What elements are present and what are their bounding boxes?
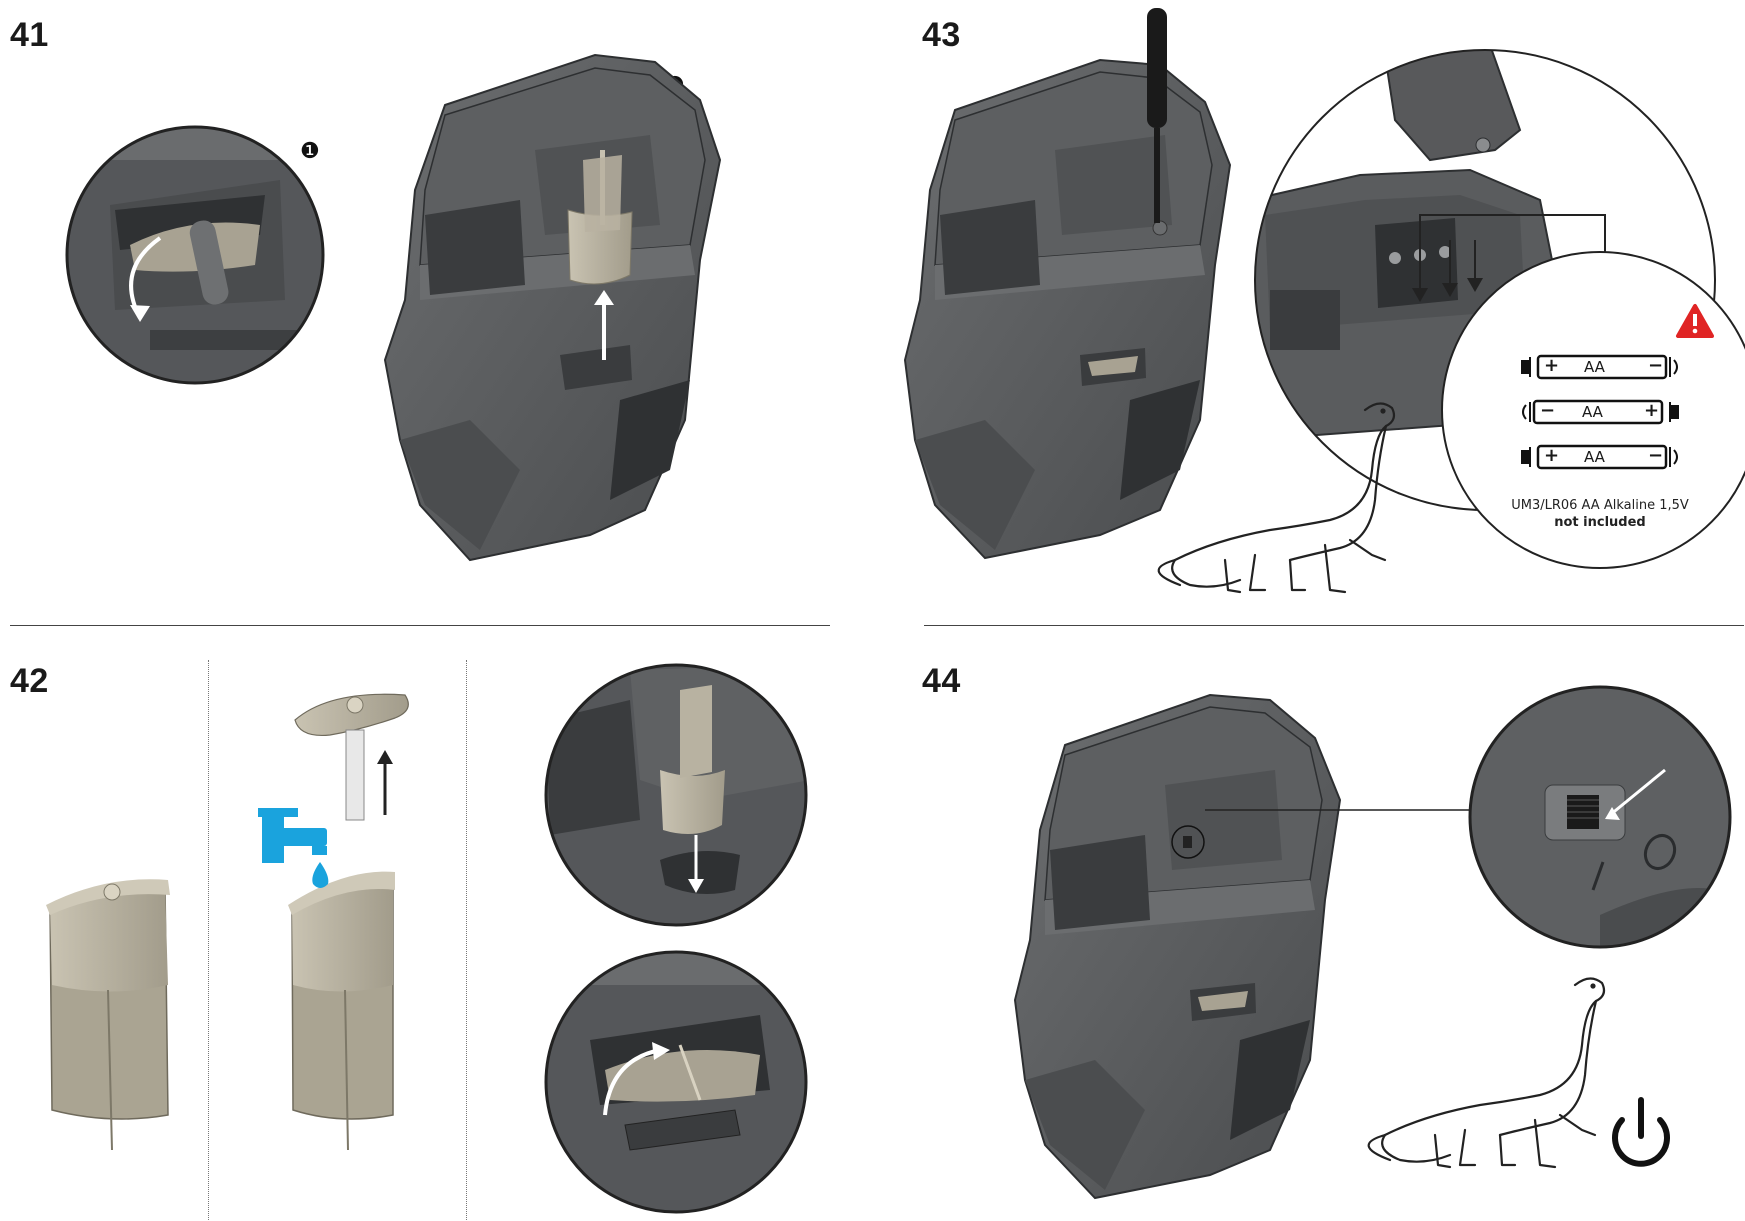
- battery-spec: UM3/LR06 AA Alkaline 1,5V: [1511, 498, 1689, 513]
- step42-detail-circle-top: [544, 663, 808, 927]
- step43-dinosaur-drawing: [1157, 402, 1396, 594]
- step42-detail-circle-bottom: [544, 950, 808, 1214]
- warning-triangle-icon: [1676, 304, 1714, 338]
- step-number-41: 41: [10, 16, 49, 54]
- battery-not-included: not included: [1554, 515, 1646, 530]
- step41-detail-circle: [65, 125, 325, 385]
- screwdriver-icon: [1147, 8, 1167, 223]
- step44-switch-detail-circle: [1468, 685, 1732, 949]
- battery-2-plus: +: [1644, 400, 1660, 421]
- battery-1-plus: +: [1544, 355, 1560, 376]
- divider-right: [924, 625, 1744, 626]
- step42-reservoir-cap: [294, 693, 409, 821]
- battery-1-label: AA: [1584, 358, 1605, 376]
- step43-rock-planter: [903, 58, 1232, 560]
- divider-left: [10, 625, 830, 626]
- water-tap-icon: [258, 808, 329, 888]
- battery-3-minus: −: [1648, 445, 1664, 466]
- step42-water-reservoir-2: [288, 871, 395, 1151]
- battery-row-2: − AA +: [1520, 397, 1680, 427]
- battery-cell-2-outline: [1522, 399, 1679, 425]
- power-icon: [1612, 1097, 1670, 1167]
- battery-3-label: AA: [1584, 448, 1605, 466]
- dotted-separator-1: [208, 660, 209, 1220]
- battery-2-label: AA: [1582, 403, 1603, 421]
- step41-marker-1: ❶: [300, 139, 320, 164]
- step41-rock-planter: [383, 53, 722, 562]
- step-number-43: 43: [922, 16, 961, 54]
- step42-water-reservoir-1: [46, 879, 170, 1151]
- battery-3-plus: +: [1544, 445, 1560, 466]
- battery-cell-1-outline: [1521, 354, 1678, 380]
- step-number-42: 42: [10, 662, 49, 700]
- battery-2-minus: −: [1540, 400, 1556, 421]
- battery-cell-3-outline: [1521, 444, 1678, 470]
- step44-rock-planter: [1013, 693, 1342, 1200]
- step44-dinosaur-drawing: [1367, 977, 1606, 1169]
- battery-caption: UM3/LR06 AA Alkaline 1,5V not included: [1500, 497, 1700, 531]
- step-number-44: 44: [922, 662, 961, 700]
- battery-1-minus: −: [1648, 355, 1664, 376]
- dotted-separator-2: [466, 660, 467, 1220]
- battery-row-1: + AA −: [1520, 352, 1680, 382]
- battery-row-3: + AA −: [1520, 442, 1680, 472]
